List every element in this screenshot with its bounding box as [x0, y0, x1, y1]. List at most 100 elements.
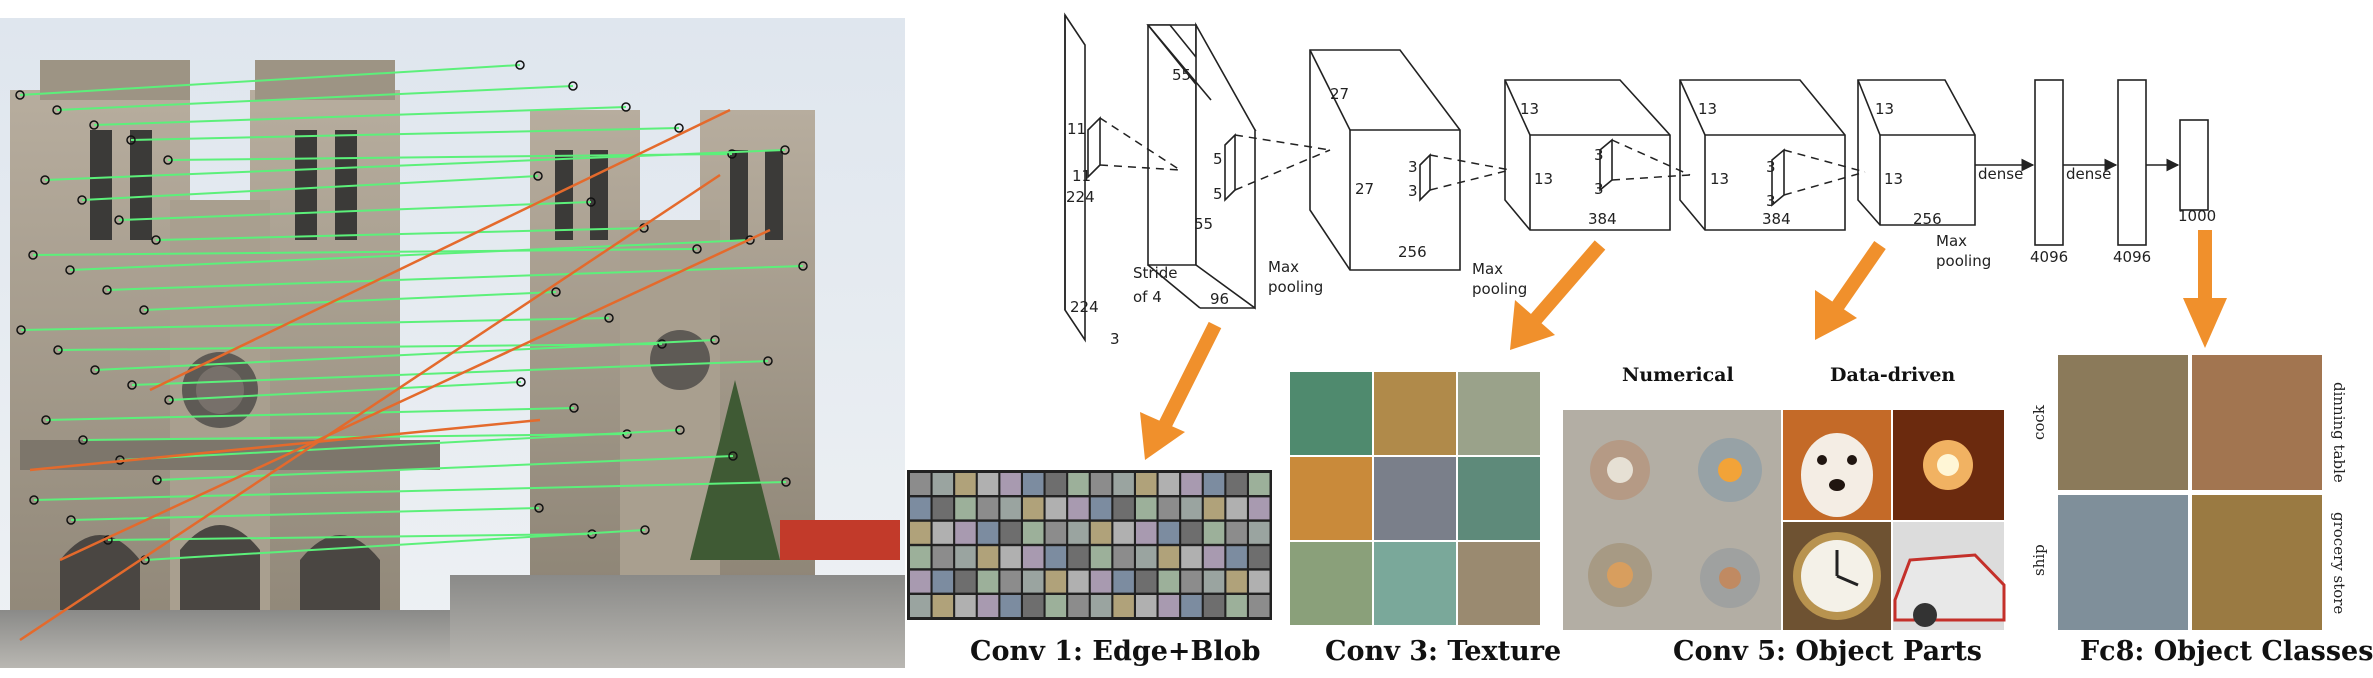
conv1-filter: [1249, 473, 1270, 495]
network-label-in-224b: 224: [1070, 298, 1099, 316]
conv1-filter: [1113, 570, 1134, 593]
network-label-dense1: dense: [1978, 165, 2024, 183]
conv1-filter: [1090, 521, 1112, 544]
fc8-ship-tile: [2058, 495, 2188, 630]
keypoint-marker: [40, 175, 50, 185]
conv1-filter: [1113, 595, 1134, 617]
match-line: [81, 175, 539, 201]
keypoint-marker: [727, 149, 737, 159]
network-label-c3-13b: 13: [1534, 170, 1554, 188]
conv1-filter: [977, 570, 999, 593]
network-label-c2-3a: 3: [1408, 158, 1418, 176]
fc8-title: Fc8: Object Classes: [2080, 636, 2373, 667]
mismatch-line: [59, 228, 771, 562]
network-label-c4-3b: 3: [1766, 192, 1776, 210]
network-label-c2-27b: 27: [1355, 180, 1375, 198]
keypoint-marker: [77, 195, 87, 205]
keypoint-marker: [52, 105, 62, 115]
conv1-filter: [1136, 570, 1157, 593]
conv1-filter: [1203, 570, 1225, 593]
keypoint-marker: [66, 515, 76, 525]
keypoint-marker: [515, 60, 525, 70]
conv1-filter-grid: [907, 470, 1272, 620]
conv1-filter: [1023, 546, 1044, 569]
conv1-filter: [932, 595, 954, 617]
conv1-filter: [1068, 497, 1089, 520]
conv1-filter: [1023, 473, 1044, 495]
network-label-fc3: 1000: [2178, 207, 2217, 225]
network-label-mp1b: pooling: [1268, 278, 1324, 296]
conv4-volume: [1679, 79, 1846, 231]
conv1-filter: [1181, 570, 1202, 593]
conv1-filter: [1203, 473, 1225, 495]
conv1-filter: [1090, 473, 1112, 495]
conv1-filter: [955, 473, 976, 495]
keypoint-marker: [569, 403, 579, 413]
network-label-c3-3a: 3: [1594, 146, 1604, 164]
keypoint-marker: [728, 451, 738, 461]
keypoint-marker: [151, 235, 161, 245]
keypoint-marker: [640, 525, 650, 535]
conv3-texture-tile: [1290, 457, 1372, 540]
conv1-filter: [1068, 546, 1089, 569]
conv1-filter: [1023, 595, 1044, 617]
conv3-texture-tile: [1374, 372, 1456, 455]
conv1-filter: [1023, 570, 1044, 593]
network-label-c5-13a: 13: [1875, 100, 1895, 118]
fc8-grocery-store-tile: [2192, 495, 2322, 630]
conv1-filter: [1068, 570, 1089, 593]
conv1-filter: [1068, 473, 1089, 495]
conv5-visualizations: [1563, 410, 2006, 630]
conv1-filter: [1090, 497, 1112, 520]
conv1-filter: [1136, 546, 1157, 569]
keypoint-marker: [126, 135, 136, 145]
network-label-in-w: 11: [1072, 167, 1092, 185]
conv1-filter: [1226, 595, 1247, 617]
keypoint-marker: [28, 250, 38, 260]
conv1-filter: [1249, 595, 1270, 617]
match-line: [131, 360, 769, 386]
keypoint-marker: [152, 475, 162, 485]
network-label-fc1: 4096: [2030, 248, 2069, 266]
keypoint-matches: [15, 60, 808, 642]
match-line: [155, 227, 645, 241]
keypoint-marker: [657, 339, 667, 349]
keypoint-marker: [53, 345, 63, 355]
conv1-filter: [1090, 570, 1112, 593]
conv1-filter: [1226, 570, 1247, 593]
conv1-filter: [1045, 521, 1067, 544]
network-label-mp2b: pooling: [1472, 280, 1528, 298]
conv1-filter: [1181, 595, 1202, 617]
keypoint-marker: [604, 313, 614, 323]
keypoint-marker: [41, 415, 51, 425]
fc8-dinning-table-tile: [2192, 355, 2322, 490]
conv1-filter: [1000, 497, 1021, 520]
conv1-filter: [1000, 546, 1021, 569]
match-line: [33, 481, 787, 501]
match-line: [19, 64, 521, 96]
conv3-texture-tile: [1458, 372, 1540, 455]
conv1-filter: [1045, 595, 1067, 617]
keypoint-marker: [710, 335, 720, 345]
conv1-filter: [977, 521, 999, 544]
fc8-label-dinning-table: dinning table: [2330, 382, 2348, 483]
conv3-title: Conv 3: Texture: [1325, 636, 1562, 667]
conv3-texture-tile: [1458, 457, 1540, 540]
conv1-filter: [1113, 473, 1134, 495]
conv1-filter: [1000, 473, 1021, 495]
match-line: [119, 429, 681, 461]
network-label-in-224a: 224: [1066, 188, 1095, 206]
conv1-filter: [1000, 595, 1021, 617]
conv1-filter: [1090, 546, 1112, 569]
match-line: [44, 149, 786, 181]
conv1-filter: [1023, 497, 1044, 520]
match-line: [144, 529, 646, 561]
network-label-c1-55b: 55: [1194, 215, 1214, 233]
network-label-mp2a: Max: [1472, 260, 1504, 278]
network-label-c5-256: 256: [1913, 210, 1942, 228]
match-line: [118, 201, 592, 221]
conv3-texture-grid: [1290, 372, 1540, 625]
fc8-visualizations: [2058, 355, 2322, 630]
conv1-filter: [1000, 570, 1021, 593]
match-line: [143, 291, 557, 311]
